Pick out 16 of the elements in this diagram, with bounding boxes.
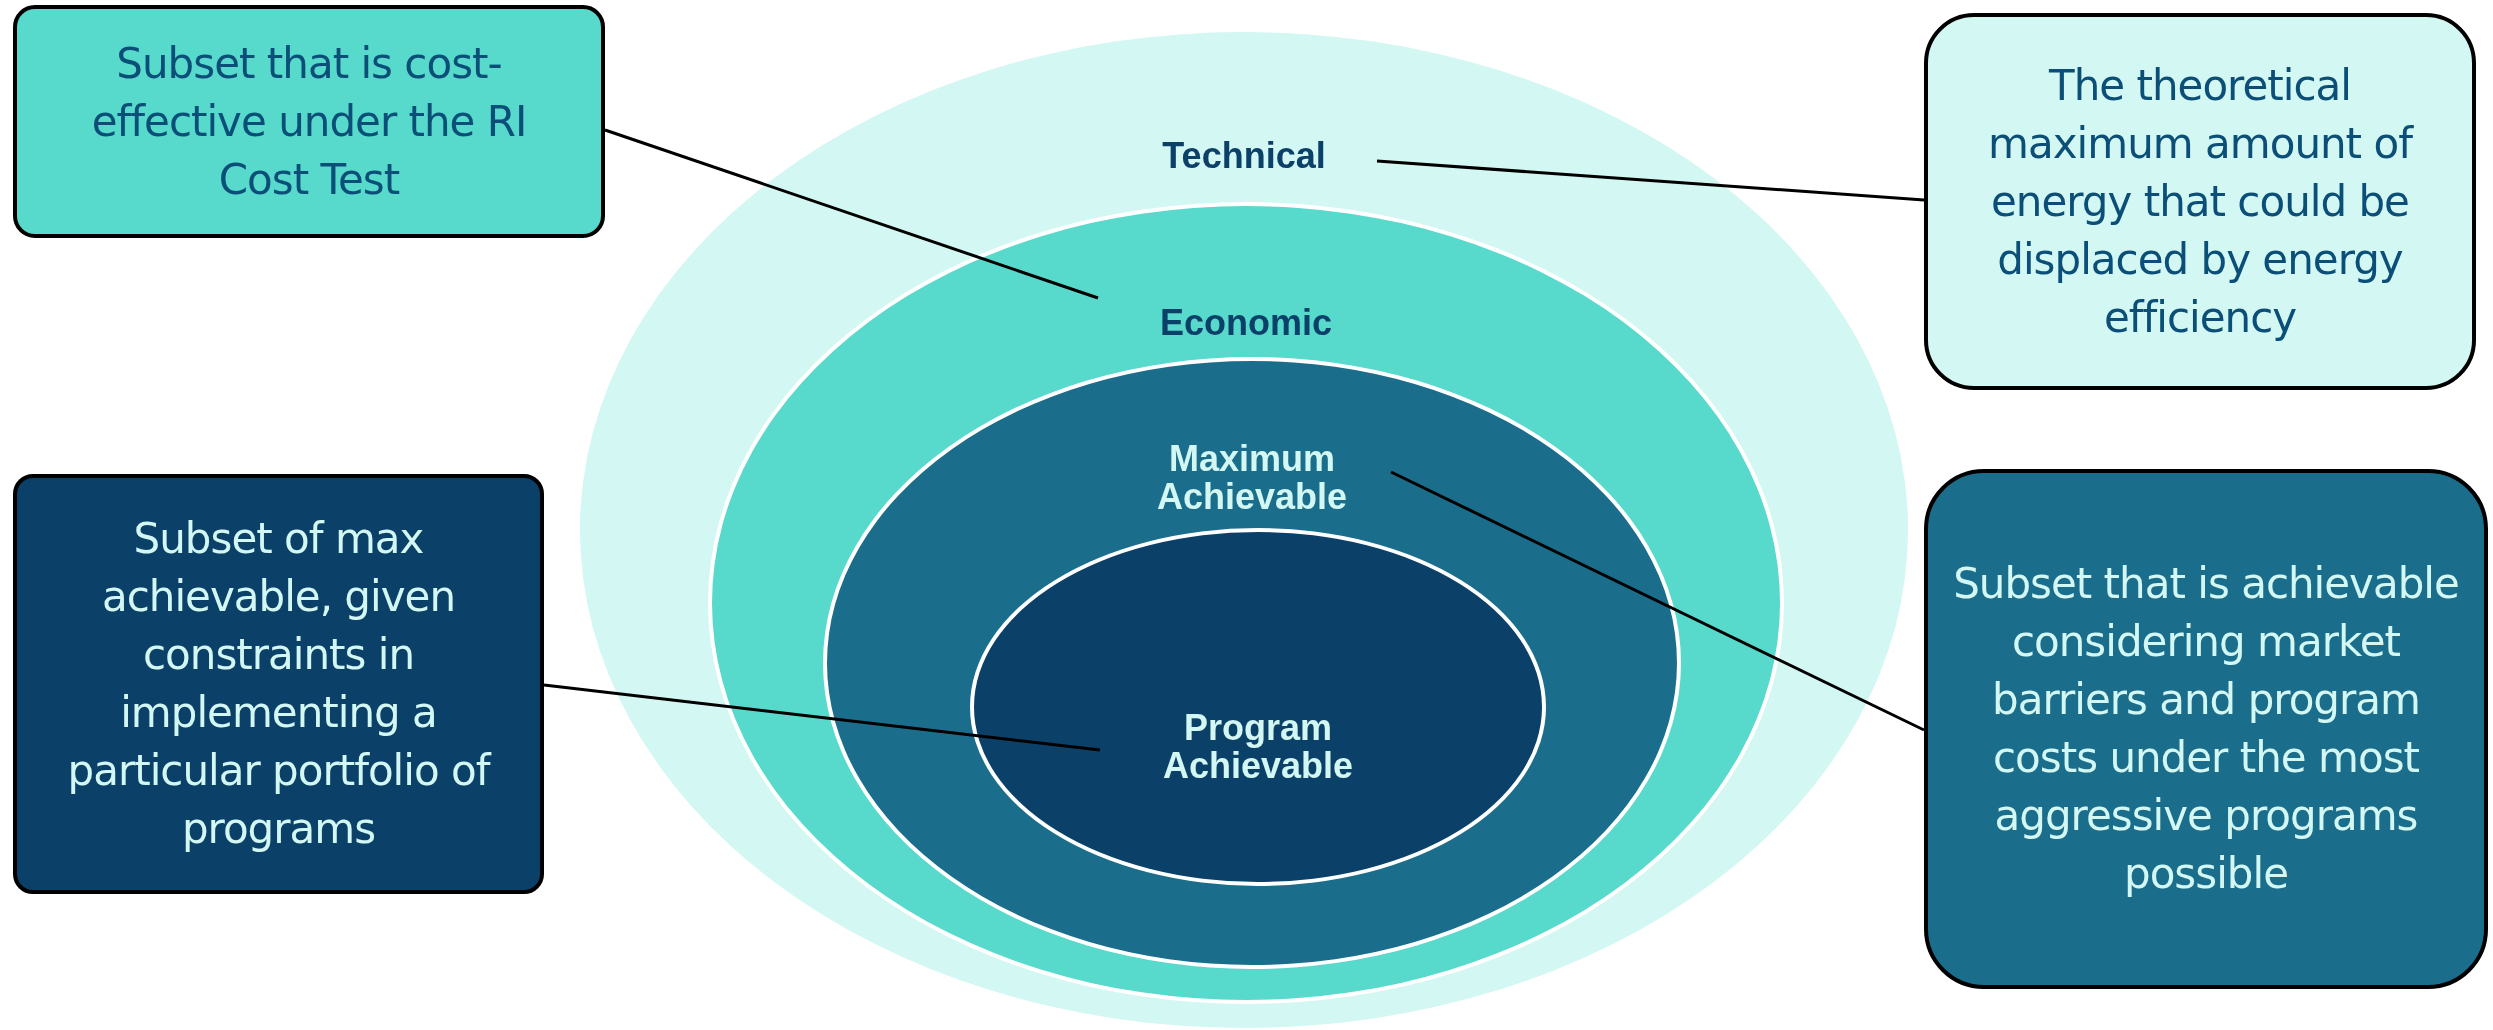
callout-box (1924, 469, 2488, 989)
leader-line (604, 128, 1099, 300)
leader-line (1376, 159, 1925, 202)
ring-label: Program Achievable (1161, 709, 1355, 785)
callout-box (13, 5, 605, 238)
leader-line (543, 683, 1101, 752)
callout-text: Subset that is achievable considering market barriers and program costs under the most aggressive programs possible (1952, 558, 2460, 900)
callout-box (1924, 13, 2476, 390)
ring-label: Technical (1161, 137, 1327, 175)
leader-line (1390, 470, 1925, 732)
callout-box (13, 474, 544, 894)
callout-text: Subset of max achievable, given constraints in implementing a particular portfolio of programs (66, 513, 492, 855)
ring-label: Maximum Achievable (1155, 440, 1349, 516)
callout-text: Subset that is cost-effective under the RI Cost Test (90, 37, 528, 206)
ring-label: Economic (1158, 304, 1333, 342)
callout-text: The theoretical maximum amount of energy that could be displaced by energy efficiency (1987, 59, 2415, 344)
